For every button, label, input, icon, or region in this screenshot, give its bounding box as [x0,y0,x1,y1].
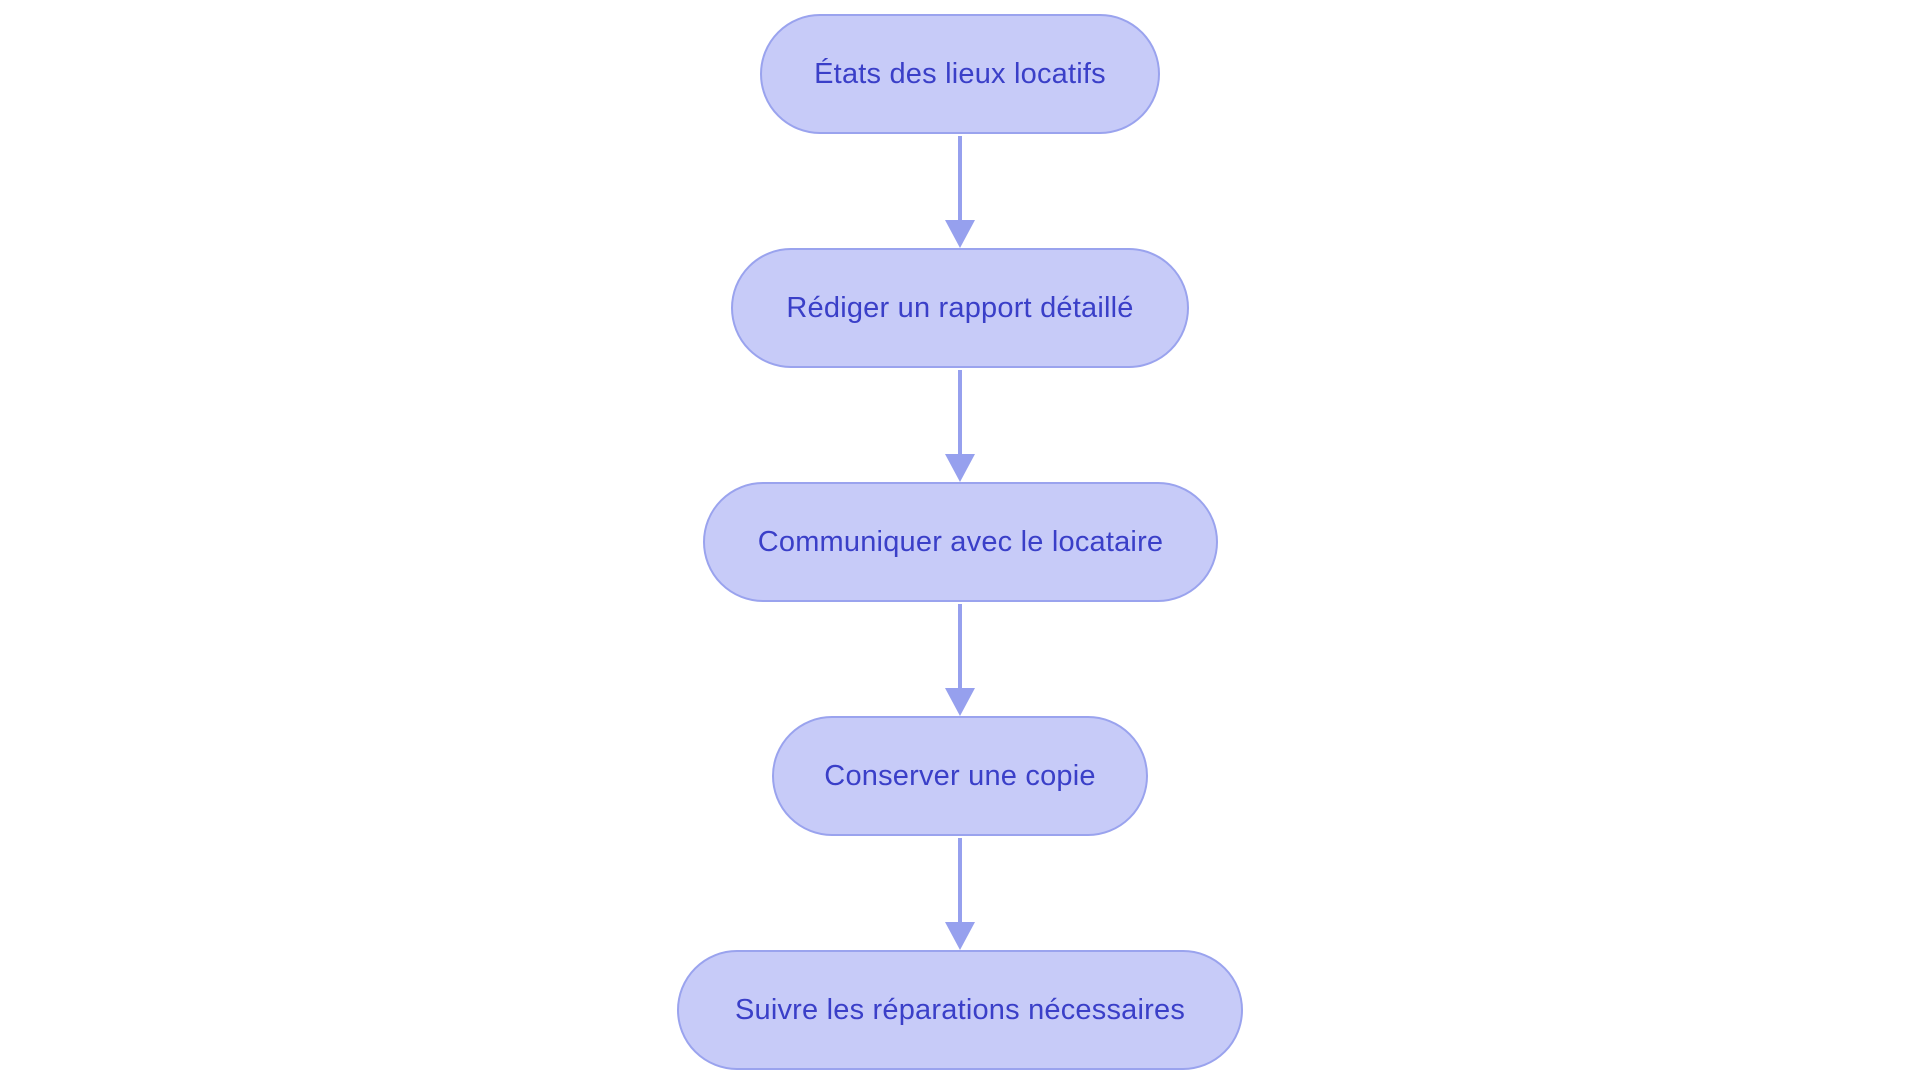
node-label: Suivre les réparations nécessaires [734,993,1186,1026]
node-communiquer-avec-locataire: Communiquer avec le locataire [703,482,1218,602]
node-label: Conserver une copie [824,759,1096,792]
connector-arrow-2 [945,370,975,482]
node-label: Rédiger un rapport détaillé [786,291,1134,324]
arrow-line [958,838,962,922]
connector-arrow-1 [945,136,975,248]
arrow-head-down-icon [945,922,975,950]
node-label: États des lieux locatifs [814,57,1106,90]
connector-arrow-4 [945,838,975,950]
node-conserver-une-copie: Conserver une copie [772,716,1148,836]
node-suivre-reparations-necessaires: Suivre les réparations nécessaires [677,950,1243,1070]
node-etats-des-lieux-locatifs: États des lieux locatifs [760,14,1160,134]
arrow-line [958,604,962,688]
arrow-head-down-icon [945,220,975,248]
arrow-line [958,370,962,454]
node-rediger-rapport-detaille: Rédiger un rapport détaillé [731,248,1189,368]
arrow-head-down-icon [945,454,975,482]
arrow-line [958,136,962,220]
arrow-head-down-icon [945,688,975,716]
connector-arrow-3 [945,604,975,716]
node-label: Communiquer avec le locataire [757,525,1164,558]
